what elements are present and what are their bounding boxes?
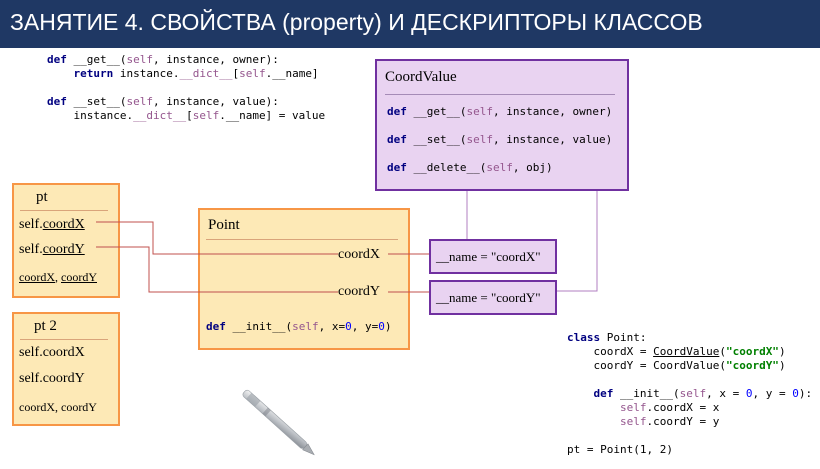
slide-title: ЗАНЯТИЕ 4. СВОЙСТВА (property) И ДЕСКРИП… [10,9,703,35]
descriptor-name-box-x: __name = "coordX" [429,239,557,274]
pt2-class-attrs: coordX, coordY [19,400,97,414]
get-method: def __get__(self, instance, owner) [387,105,613,118]
code-text: __get__( [66,53,127,66]
code-text: [ [186,109,193,122]
pt-class-attrs: coordX, coordY [19,270,97,284]
code-keyword: return [47,67,114,80]
coordvalue-title: CoordValue [385,69,457,85]
code-text: instance. [113,67,180,80]
pt2-attr-coordy: self.coordY [19,371,85,386]
point-attr-coordy: coordY [338,284,380,299]
pen-image [242,389,315,456]
descriptor-name-box-y: __name = "coordY" [429,280,557,315]
pt2-object-box: pt 2 self.coordX self.coordY coordX, coo… [12,312,120,426]
name-coordx-label: __name = "coordX" [436,249,541,264]
code-text: , instance, owner): [152,53,279,66]
point-attr-coordx: coordX [338,247,380,262]
delete-method: def __delete__(self, obj) [387,161,553,174]
point-title: Point [208,217,240,233]
pt-title: pt [36,189,48,205]
code-text: .__name] = value [219,109,326,122]
point-init-method: def __init__(self, x=0, y=0) [206,320,392,333]
code-dict: __dict__ [133,109,187,122]
arrow-pt-coordy [96,246,338,293]
pt2-title: pt 2 [34,318,57,334]
code-self: self [126,95,153,108]
code-self: self [192,109,220,122]
pt-attr-coordy: self.coordY [19,242,85,257]
coordvalue-class-box: CoordValue def __get__(self, instance, o… [375,59,629,191]
divider [20,339,108,340]
code-text: [ [232,67,240,80]
code-text: , instance, value): [152,95,279,108]
code-self: self [126,53,153,66]
set-method: def __set__(self, instance, value) [387,133,613,146]
link-class-to-name-y [557,191,598,292]
name-coordy-label: __name = "coordY" [436,290,541,305]
pt2-attr-coordx: self.coordX [19,345,85,360]
pt-attr-coordx: self.coordX [19,217,85,232]
code-keyword: def [47,95,67,108]
point-class-box: Point coordX coordY def __init__(self, x… [198,208,410,350]
arrow-pt-coordx [96,221,338,255]
pt-object-box: pt self.coordX self.coordY coordX, coord… [12,183,120,298]
descriptor-code-snippet: def __get__(self, instance, owner): retu… [47,53,325,123]
divider [385,94,615,95]
divider [206,239,398,240]
code-self: self [239,67,266,80]
class-point-code: class Point: coordX = CoordValue("coordX… [567,331,813,456]
code-keyword: def [47,53,67,66]
code-dict: __dict__ [179,67,233,80]
code-text: __set__( [66,95,127,108]
code-text: .__name] [265,67,319,80]
title-bar: ЗАНЯТИЕ 4. СВОЙСТВА (property) И ДЕСКРИП… [0,0,820,48]
divider [20,210,108,211]
code-text: instance. [47,109,134,122]
